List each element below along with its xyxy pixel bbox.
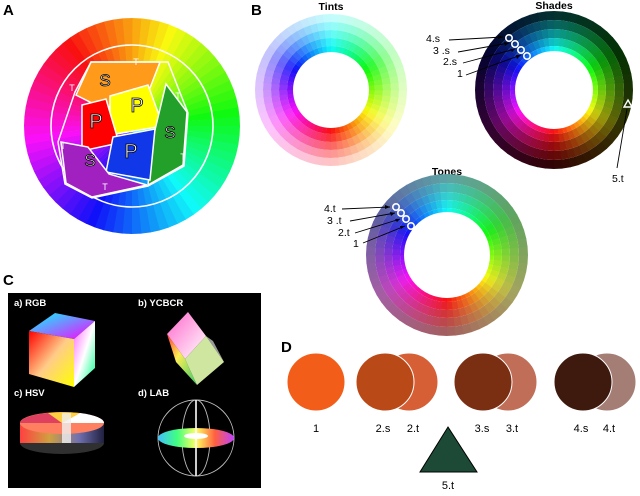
swatch-label-4t: 4.t — [603, 423, 615, 435]
primary-label-blue: P — [124, 141, 137, 163]
lab-sphere — [157, 399, 235, 477]
tertiary-label-4: T — [180, 152, 186, 162]
space-label-ycbcr: b) YCBCR — [138, 298, 183, 309]
blue-region — [105, 128, 156, 181]
shade-marker-3 — [510, 39, 519, 48]
ycbcr-solid — [167, 312, 224, 385]
inner-circle-overlay — [50, 44, 214, 208]
secondary-label-orange: S — [99, 71, 110, 90]
green-region — [147, 82, 188, 187]
swatch-3s — [453, 352, 513, 412]
swatch-label-3s: 3.s — [475, 423, 490, 435]
primary-label-yellow: P — [130, 95, 143, 117]
swatch-label-4s: 4.s — [574, 423, 589, 435]
swatch-2s — [355, 352, 415, 412]
shade-marker-1 — [522, 51, 531, 60]
swatch-label-5t: 5.t — [442, 480, 454, 492]
secondary-label-violet: S — [84, 151, 95, 170]
color-spaces-panel: a) RGB b) YCBCR c) HSV d) LAB — [8, 293, 261, 488]
secondary-label-green: S — [164, 123, 175, 142]
rgb-cube — [29, 313, 95, 387]
shade-label-5: 5.t — [612, 173, 624, 185]
shade-label-4: 4.s — [426, 33, 440, 45]
swatches-panel: 1 2.s 2.t 3.s 3.t 4.s 4.t 5.t — [286, 352, 637, 492]
panel-letter-d: D — [281, 339, 292, 356]
tone-marker-4 — [391, 203, 400, 212]
tertiary-label-3: T — [175, 91, 181, 101]
swatch-label-1: 1 — [313, 423, 319, 435]
space-label-hsv: c) HSV — [14, 388, 45, 399]
tone-marker-2 — [401, 215, 410, 224]
panel-letter-a: A — [3, 2, 14, 19]
tones-annotations: 4.t 3 .t 2.t 1 — [324, 203, 415, 250]
violet-region — [60, 141, 148, 198]
swatch-label-2t: 2.t — [407, 423, 419, 435]
tertiary-label-1: T — [69, 83, 75, 93]
shade-label-2: 2.s — [443, 56, 457, 68]
shade-label-3: 3 .s — [433, 45, 450, 57]
tints-title: Tints — [319, 1, 344, 13]
hsv-cylinder — [20, 412, 105, 454]
tone-marker-3 — [396, 209, 405, 218]
tertiary-label-6: T — [60, 141, 66, 151]
tone-label-1: 1 — [353, 238, 359, 250]
color-regions — [57, 61, 189, 199]
tone-label-2: 2.t — [338, 227, 350, 239]
tints-ring — [255, 14, 407, 166]
panel-letter-b: B — [251, 2, 262, 19]
swatch-1 — [286, 352, 346, 412]
tone-marker-1 — [406, 222, 415, 231]
tone-label-3: 3 .t — [327, 215, 342, 227]
tone-label-4: 4.t — [324, 203, 336, 215]
tones-ring — [366, 174, 528, 336]
tertiary-label-5: T — [102, 182, 108, 192]
outer-polygon — [57, 61, 189, 199]
shade-marker-5-triangle — [622, 98, 634, 108]
shades-title: Shades — [535, 0, 573, 12]
space-label-rgb: a) RGB — [14, 298, 46, 309]
primary-label-red: P — [89, 111, 102, 133]
tertiary-label-2: T — [133, 57, 139, 67]
swatch-5t-triangle — [419, 426, 478, 473]
swatch-label-3t: 3.t — [506, 423, 518, 435]
shades-ring — [475, 11, 633, 169]
swatch-4s — [553, 352, 613, 412]
swatch-label-2s: 2.s — [376, 423, 391, 435]
panel-letter-c: C — [3, 272, 14, 289]
shade-label-1: 1 — [457, 68, 463, 80]
space-label-lab: d) LAB — [138, 388, 169, 399]
shade-marker-2 — [516, 45, 525, 54]
shade-marker-4 — [504, 33, 513, 42]
shades-annotations: 4.s 3 .s 2.s 1 5.t — [426, 33, 634, 185]
